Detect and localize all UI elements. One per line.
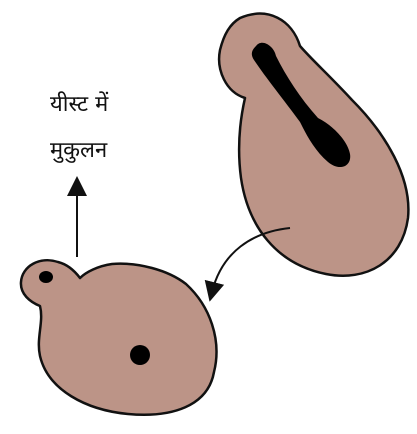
main-nucleus: [130, 345, 150, 365]
label-budding: मुकुलन: [50, 140, 107, 162]
label-yeast-in: यीस्ट में: [50, 94, 108, 116]
yeast-cell-budding-body: [21, 260, 217, 414]
bud-nucleus: [39, 271, 53, 283]
yeast-cell-elongated: [219, 14, 408, 276]
yeast-cell-budding: [21, 260, 217, 414]
